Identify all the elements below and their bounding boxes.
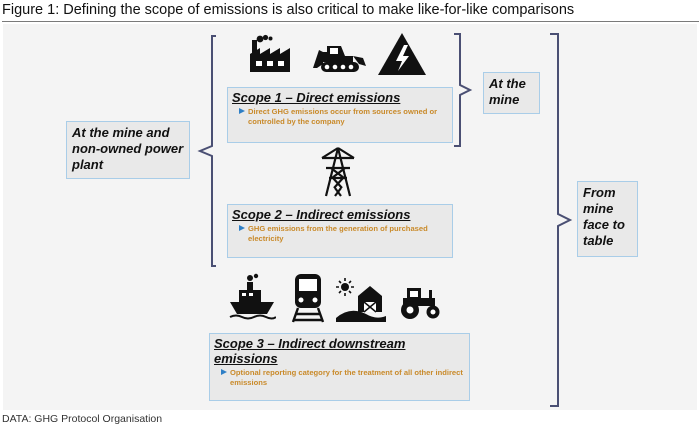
farm-icon bbox=[336, 278, 386, 322]
scope-3-box: Scope 3 – Indirect downstream emissions … bbox=[209, 333, 470, 401]
bracket-all-scopes-right bbox=[550, 33, 573, 407]
scope-3-description: Optional reporting category for the trea… bbox=[210, 366, 469, 390]
train-icon bbox=[291, 274, 325, 323]
scope-3-title: Scope 3 – Indirect downstream emissions bbox=[214, 336, 406, 366]
scope-1-box: Scope 1 – Direct emissions Direct GHG em… bbox=[227, 87, 453, 143]
label-at-the-mine: At the mine bbox=[483, 72, 540, 114]
figure-title: Figure 1: Defining the scope of emission… bbox=[2, 0, 699, 22]
scope-3-description-text: Optional reporting category for the trea… bbox=[230, 368, 463, 387]
bullet-arrow-icon bbox=[239, 108, 245, 114]
tractor-icon bbox=[401, 288, 440, 319]
label-mine-and-power-plant: At the mine and non-owned power plant bbox=[66, 121, 190, 179]
factory-icon bbox=[250, 34, 290, 72]
scope-2-title: Scope 2 – Indirect emissions bbox=[232, 207, 411, 222]
scope-2-description-text: GHG emissions from the generation of pur… bbox=[248, 224, 428, 243]
data-source: DATA: GHG Protocol Organisation bbox=[2, 413, 163, 425]
scope-2-box: Scope 2 – Indirect emissions GHG emissio… bbox=[227, 204, 453, 258]
bullet-arrow-icon bbox=[239, 225, 245, 231]
high-voltage-icon bbox=[378, 33, 426, 75]
scope-1-title: Scope 1 – Direct emissions bbox=[232, 90, 401, 105]
transmission-tower-icon bbox=[321, 147, 355, 197]
scope-2-description: GHG emissions from the generation of pur… bbox=[228, 222, 452, 246]
bracket-scope-1-right bbox=[454, 33, 473, 147]
bullet-arrow-icon bbox=[221, 369, 227, 375]
bulldozer-icon bbox=[313, 46, 366, 72]
scope-1-description-text: Direct GHG emissions occur from sources … bbox=[248, 107, 438, 126]
label-mine-face-to-table: From mine face to table bbox=[577, 181, 638, 257]
bracket-scope-1-and-2-left bbox=[197, 35, 216, 267]
ship-icon bbox=[229, 273, 276, 320]
scope-1-description: Direct GHG emissions occur from sources … bbox=[228, 105, 452, 129]
